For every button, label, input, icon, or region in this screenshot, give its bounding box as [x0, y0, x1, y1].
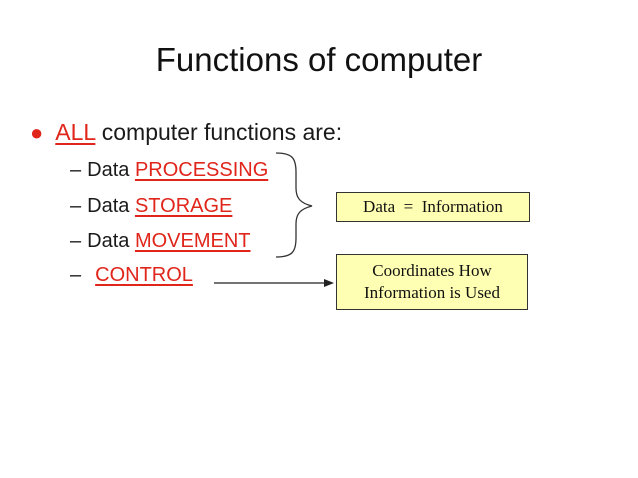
- dash-icon: –: [70, 195, 82, 217]
- sub-item-highlight: PROCESSING: [134, 159, 269, 181]
- bullet-dot-icon: ●: [30, 120, 44, 145]
- sub-item-control: –CONTROL: [70, 262, 193, 288]
- coordinates-box: Coordinates How Information is Used: [336, 254, 528, 310]
- sub-item-movement: –Data MOVEMENT: [70, 228, 251, 254]
- bullet-emphasis: ALL: [55, 119, 96, 145]
- sub-item-prefix: Data: [87, 230, 135, 252]
- sub-item-highlight: MOVEMENT: [134, 230, 251, 252]
- coordinates-line-2: Information is Used: [364, 283, 500, 302]
- coordinates-line-1: Coordinates How: [372, 261, 492, 280]
- slide-title: Functions of computer: [155, 41, 483, 78]
- curly-brace-icon: [275, 152, 313, 258]
- sub-item-processing: –Data PROCESSING: [70, 157, 268, 183]
- sub-item-prefix: Data: [87, 159, 135, 181]
- data-information-box: Data = Information: [336, 192, 530, 222]
- sub-item-storage: –Data STORAGE: [70, 193, 232, 219]
- main-bullet: ● ALL computer functions are:: [30, 117, 342, 148]
- dash-icon: –: [70, 159, 82, 181]
- sub-item-highlight: CONTROL: [95, 264, 193, 286]
- sub-item-prefix: Data: [87, 195, 135, 217]
- sub-item-highlight: STORAGE: [134, 195, 233, 217]
- bullet-text: computer functions are:: [95, 119, 343, 145]
- arrow-head-icon: [324, 279, 334, 287]
- dash-icon: –: [70, 264, 82, 286]
- dash-icon: –: [70, 230, 82, 252]
